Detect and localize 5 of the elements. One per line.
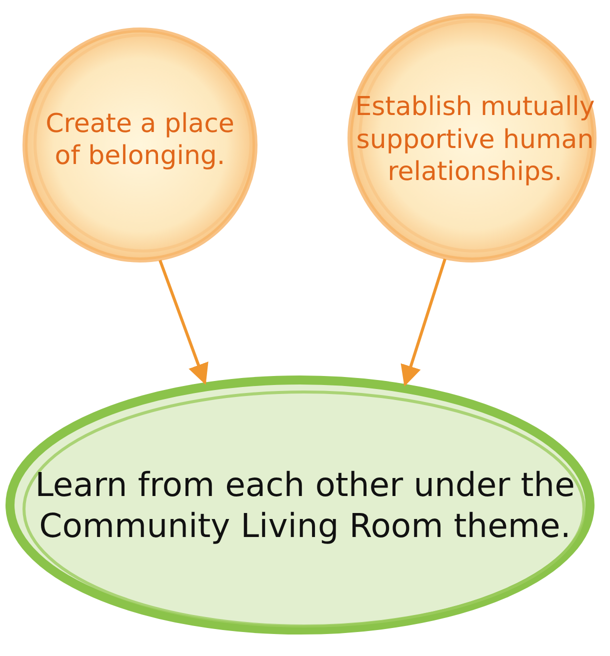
node-label: Learn from each other under the Community Living Room theme. bbox=[34, 464, 576, 546]
arrow bbox=[400, 258, 446, 386]
node-label: Create a place of belonging. bbox=[44, 108, 236, 172]
arrow bbox=[158, 260, 208, 385]
node-label: Establish mutually supportive human relationships. bbox=[354, 91, 596, 189]
